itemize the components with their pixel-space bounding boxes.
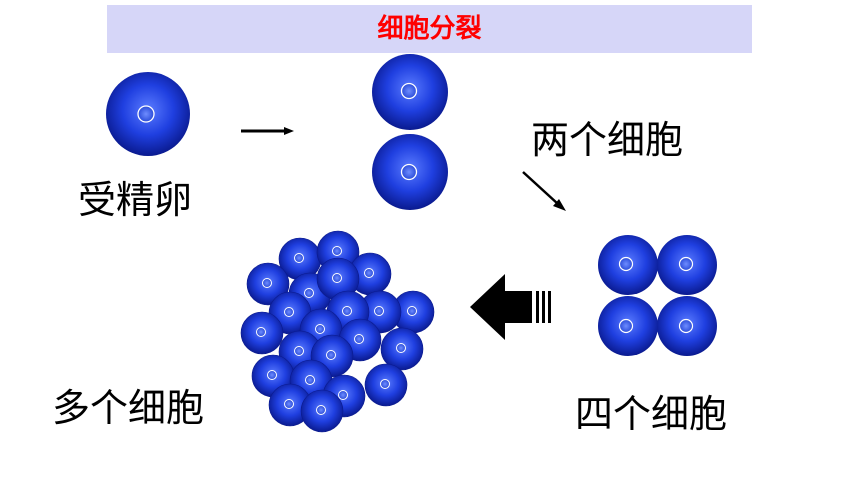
four-cells — [598, 235, 717, 356]
block-arrow-left-icon — [470, 274, 551, 340]
small-cell-nucleus — [294, 253, 304, 263]
small-cell-nucleus — [294, 346, 304, 356]
many-cells-cluster — [240, 230, 435, 433]
label-many-cells: 多个细胞 — [52, 386, 205, 430]
small-cell-nucleus — [374, 306, 384, 316]
arrow-right-icon — [241, 127, 294, 135]
small-cell-nucleus — [284, 399, 294, 409]
small-cell-nucleus — [305, 375, 315, 385]
two-cells — [372, 54, 448, 210]
small-cell-nucleus — [262, 278, 272, 288]
zygote-cell — [106, 72, 190, 156]
page-title: 细胞分裂 — [377, 14, 482, 44]
small-cell-nucleus — [304, 288, 314, 298]
title-banner: 细胞分裂 — [107, 5, 752, 53]
small-cell-nucleus — [396, 343, 406, 353]
small-cell-nucleus — [284, 307, 294, 317]
small-cell-nucleus — [407, 306, 417, 316]
label-two-cells: 两个细胞 — [531, 118, 684, 162]
small-cell-nucleus — [354, 334, 364, 344]
small-cell-nucleus — [332, 246, 342, 256]
small-cell-nucleus — [316, 405, 326, 415]
small-cell-nucleus — [364, 268, 374, 278]
small-cell-nucleus — [256, 327, 266, 337]
small-cell-nucleus — [342, 306, 352, 316]
label-four-cells: 四个细胞 — [575, 392, 728, 436]
small-cell-nucleus — [332, 273, 342, 283]
small-cell-nucleus — [380, 379, 390, 389]
label-zygote: 受精卵 — [78, 178, 193, 222]
arrow-diagonal-icon — [522, 171, 566, 211]
small-cell-nucleus — [267, 370, 277, 380]
small-cell-nucleus — [338, 390, 348, 400]
small-cell-nucleus — [326, 350, 336, 360]
small-cell-nucleus — [315, 324, 325, 334]
